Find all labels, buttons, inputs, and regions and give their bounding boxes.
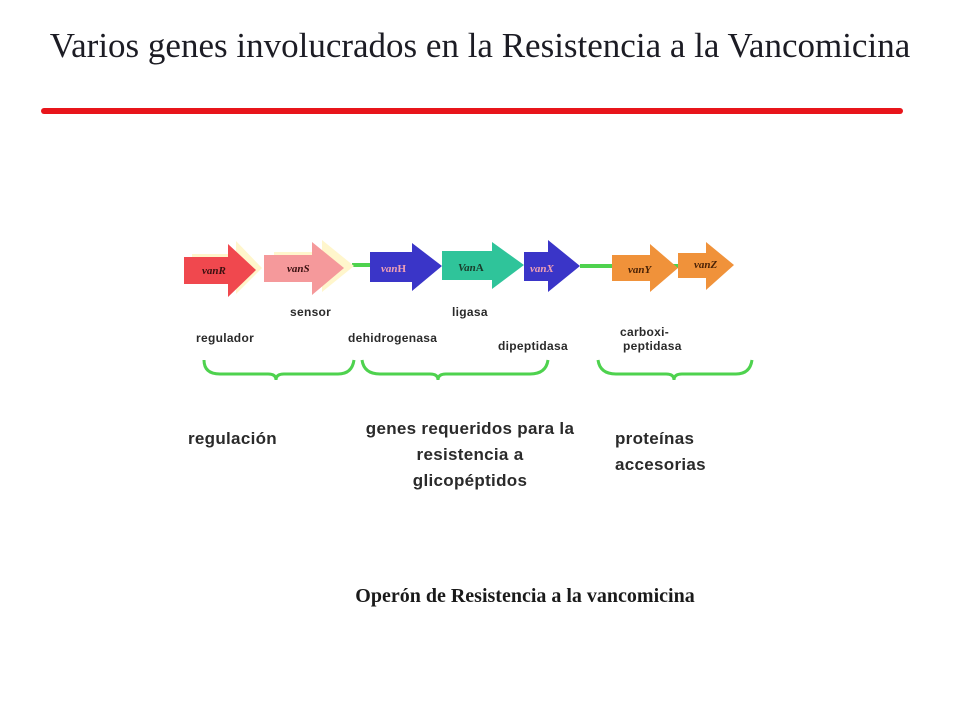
group-resistance: genes requeridos para la resistencia a g… [343,416,597,494]
role-sensor: sensor [290,305,332,319]
role-peptidasa: peptidasa [623,339,682,353]
vanH-label: vanH [381,263,407,275]
group-accessory: proteínas accesorias [615,426,706,478]
role-regulador: regulador [196,331,255,345]
vanS-gene-arrow [264,242,344,295]
group-resistance-line1: genes requeridos para la [365,419,575,438]
vanR-gene-arrow [184,244,256,297]
group-regulation: regulación [188,429,277,448]
group-resistance-line3: glicopéptidos [412,471,528,490]
role-dipeptidasa: dipeptidasa [498,339,568,353]
operon-caption: Operón de Resistencia a la vancomicina [355,585,695,607]
vanY-label: vanY [628,264,653,276]
group-resistance-line2: resistencia a [416,445,524,464]
vanS-label: vanS [287,263,310,275]
brace-regulation [202,359,356,381]
vanZ-gene-arrow [678,242,734,290]
vanA-gene-arrow [442,242,524,289]
vanR-label: vanR [202,265,226,277]
vanY-gene-arrow [612,244,678,292]
vanA-label: VanA [458,262,484,274]
page-title: Varios genes involucrados en la Resisten… [49,26,911,65]
brace-resistance [360,359,550,381]
group-accessory-line2: accesorias [615,455,706,474]
vanX-gene-arrow [524,240,580,292]
group-accessory-line1: proteínas [615,429,695,448]
role-carboxi: carboxi- [620,325,670,339]
vanX-label: vanX [530,263,555,275]
role-dehidrogenasa: dehidrogenasa [348,331,438,345]
vanH-gene-arrow [370,243,442,291]
title-rule [41,108,903,114]
brace-accessory [596,359,754,381]
vanZ-label: vanZ [694,259,718,271]
role-ligasa: ligasa [452,305,488,319]
